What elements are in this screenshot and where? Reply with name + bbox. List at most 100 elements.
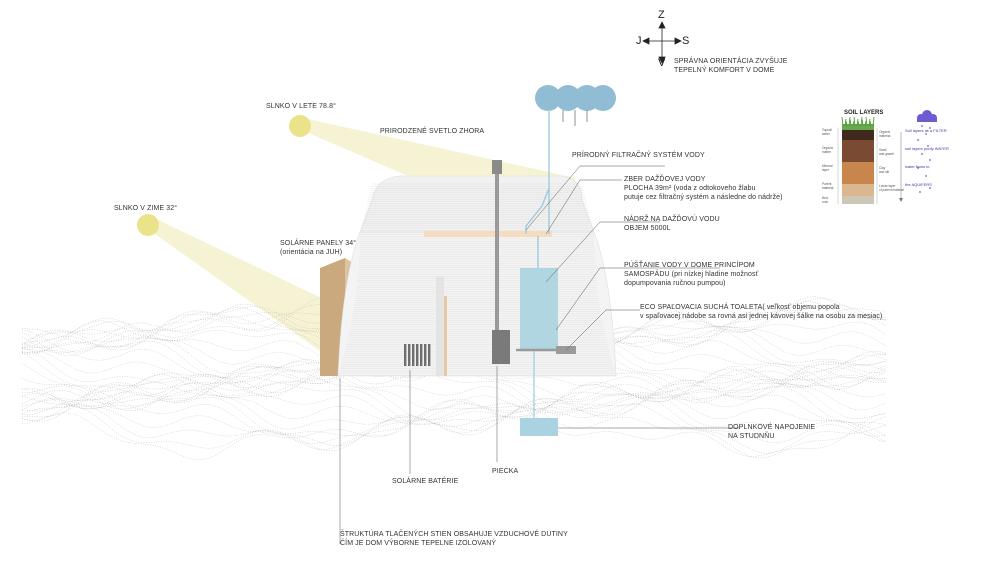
compass-east-label: S xyxy=(682,35,690,47)
terrain-line xyxy=(21,374,887,436)
rain-drop xyxy=(929,127,931,129)
rain-drop xyxy=(925,175,927,177)
grass-blade xyxy=(849,118,852,127)
winter-sun-label: SLNKO V ZIME 32° xyxy=(114,205,178,212)
stove-icon xyxy=(492,330,510,364)
terrain-line xyxy=(21,361,886,419)
terrain-line xyxy=(21,400,887,459)
terrain-line xyxy=(21,383,887,443)
soil-layers-title: SOIL LAYERS xyxy=(844,110,884,116)
rain-drop xyxy=(929,187,931,189)
terrain-line xyxy=(21,292,887,347)
rain-drop xyxy=(917,139,919,141)
terrain-line xyxy=(21,365,887,421)
rain-cloud-icon xyxy=(535,85,616,126)
grass-blade xyxy=(861,118,864,127)
grass-blade xyxy=(872,116,875,127)
soil-layers-graphic xyxy=(837,110,937,204)
leader-lines xyxy=(339,165,740,544)
grass-blade xyxy=(868,118,871,127)
rain-drop xyxy=(927,145,929,147)
terrain-line xyxy=(21,347,887,407)
stove-label: PIECKA xyxy=(492,468,519,475)
terrain-line xyxy=(21,372,887,431)
grass-blade xyxy=(848,116,851,127)
soil-flow-label-4: the AQUIFERS xyxy=(905,182,932,187)
terrain-line xyxy=(21,387,887,446)
battery-cell xyxy=(408,344,411,366)
water-system xyxy=(516,110,576,436)
terrain-line xyxy=(21,327,887,388)
battery-cell xyxy=(428,344,431,366)
water-tank xyxy=(520,268,558,350)
grass-blade xyxy=(844,118,847,127)
stove-assembly xyxy=(492,160,510,364)
winter-sun-beam xyxy=(138,216,336,356)
well-tank xyxy=(520,418,558,436)
grass-blade xyxy=(856,118,859,127)
chimney xyxy=(492,160,502,174)
battery-cell xyxy=(420,344,423,366)
grass-blade xyxy=(864,120,867,127)
natural-light-label: PRIRODZENÉ SVETLO ZHORA xyxy=(380,128,485,135)
soil-flow-label-3: water flows to xyxy=(905,164,930,169)
rain-drop xyxy=(919,191,921,193)
grass-blade xyxy=(853,116,856,127)
compass-icon xyxy=(642,21,682,64)
toilet-label: ECO SPAĽOVACIA SUCHÁ TOALETA( veľkosť ob… xyxy=(640,304,883,320)
interior-wall xyxy=(436,276,444,376)
grass-blade xyxy=(841,116,844,127)
rain-drop xyxy=(929,159,931,161)
door-frame xyxy=(444,296,447,376)
compass-north-label: Z xyxy=(658,9,665,21)
compass-south-label: V xyxy=(658,57,666,69)
soil-flow-label-1: Soil layers as a FILTER xyxy=(905,128,947,133)
rain-drop-cloud-icon xyxy=(917,110,937,122)
winter-sun-icon xyxy=(137,214,159,236)
solar-panel xyxy=(320,258,345,376)
terrain-line xyxy=(21,348,887,403)
solar-batteries-icon xyxy=(404,344,431,366)
soil-left-label-5: Bed-rock xyxy=(822,196,829,204)
filter-system-label: PRÍRODNÝ FILTRAČNÝ SYSTÉM VODY xyxy=(572,152,705,159)
grass-blade xyxy=(857,120,860,127)
grass-blade xyxy=(860,116,863,127)
soil-flow-label-2: soil layers purify WATER xyxy=(905,146,949,151)
skylight-strip xyxy=(424,231,552,237)
rain-drop xyxy=(921,153,923,155)
grass-blade xyxy=(852,120,855,127)
compass-west-label: J xyxy=(636,35,642,47)
rain-drop xyxy=(917,167,919,169)
battery-cell xyxy=(416,344,419,366)
solar-panels-label: SOLÁRNE PANELY 34°(orientácia na JUH) xyxy=(280,240,357,256)
rain-drop xyxy=(921,125,923,127)
battery-cell xyxy=(412,344,415,366)
summer-sun-label: SLNKO V LETE 78.8° xyxy=(266,103,336,110)
terrain-line xyxy=(21,368,887,425)
terrain-line xyxy=(21,381,887,436)
rain-drop xyxy=(925,133,927,135)
terrain-line xyxy=(21,354,887,415)
terrain-line xyxy=(21,359,887,415)
battery-cell xyxy=(404,344,407,366)
grass-blade xyxy=(865,116,868,127)
walls-label: ŠTRUKTÚRA TLAČENÝCH STIEN OBSAHUJE VZDUC… xyxy=(340,531,568,547)
grass-blade xyxy=(869,120,872,127)
grass-blade xyxy=(845,120,848,127)
solar-batteries-label: SOLÁRNE BATÉRIE xyxy=(392,478,459,485)
summer-sun-icon xyxy=(289,115,311,137)
